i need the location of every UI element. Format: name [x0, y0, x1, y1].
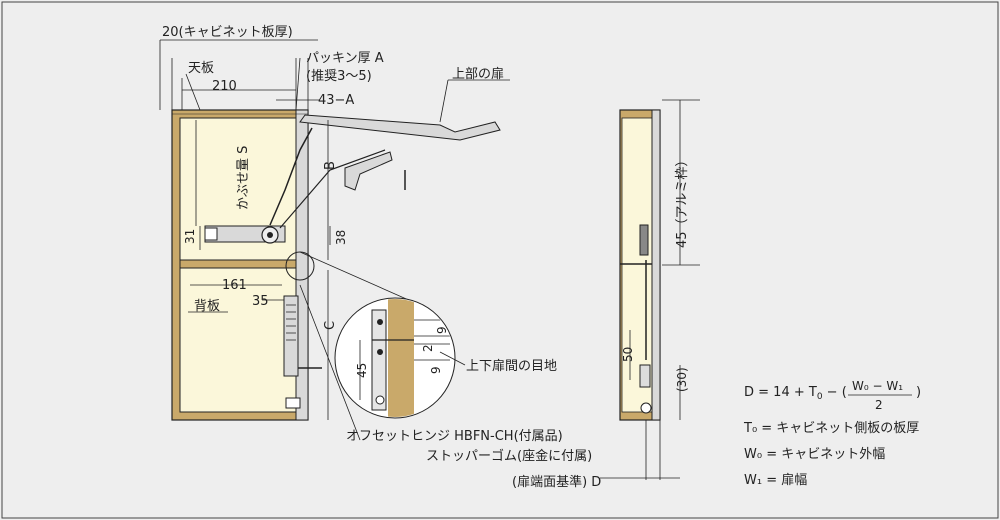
hinge-arm-2	[279, 149, 386, 229]
label-packing: パッキン厚 A	[306, 51, 384, 66]
side-inner	[621, 117, 653, 413]
damper-coil	[286, 304, 296, 341]
label-upper-door: 上部の扉	[452, 66, 504, 82]
detail-magnifier	[285, 251, 466, 419]
detail-bracket	[371, 309, 387, 411]
side-upper-bracket	[639, 224, 649, 256]
label-door-ref: (扉端面基準) D	[512, 474, 601, 490]
side-stopper	[640, 402, 652, 414]
open-door-arm	[299, 114, 501, 141]
hinge-mechanism	[204, 114, 501, 409]
main-dimensions	[159, 39, 331, 420]
dim-9b: 9	[429, 366, 443, 374]
dim-2: 2	[421, 344, 435, 352]
hinge-arm	[269, 127, 313, 226]
label-overlap: かぶせ量 S	[236, 146, 251, 210]
detail-wood	[388, 299, 414, 417]
formula-w1: W₁ = 扉幅	[744, 472, 807, 488]
formula-d-lhs: D = 14 + T0 − (	[744, 385, 847, 402]
damper-body	[283, 295, 299, 377]
dim-c: C	[323, 321, 338, 330]
label-alu-frame: 45（アルミ枠）	[675, 154, 690, 248]
small-circle	[285, 251, 315, 281]
formula-denominator: 2	[875, 398, 883, 412]
detail-screw-1	[377, 319, 383, 325]
cabinet-shelf	[179, 259, 297, 269]
formula-legend: D = 14 + T0 − ( W₀ − W₁ 2 ) T₀ = キャビネット側…	[743, 379, 921, 488]
leader-lines	[185, 57, 510, 441]
upper-bracket	[344, 151, 393, 191]
dim-b: B	[323, 161, 338, 170]
stopper-block	[285, 397, 301, 409]
dim-50: 50	[621, 347, 635, 362]
side-dimensions	[600, 99, 700, 480]
dim-38: 38	[334, 230, 348, 245]
door-panel	[295, 109, 309, 421]
main-cabinet	[171, 109, 309, 421]
dim-161: 161	[222, 278, 247, 293]
detail-screw-3	[375, 395, 385, 405]
gap-leader	[439, 351, 466, 366]
formula-numerator: W₀ − W₁	[852, 379, 903, 393]
side-cabinet	[619, 109, 661, 421]
dim-45: 45	[355, 363, 369, 378]
dim-30: (30)	[675, 367, 689, 392]
cabinet-lower-inner	[179, 267, 297, 413]
label-stopper: ストッパーゴム(座金に付属)	[426, 448, 592, 464]
side-lower-bracket	[639, 364, 651, 388]
hinge-mount	[204, 227, 218, 241]
dim-35: 35	[252, 294, 269, 309]
formula-w0: W₀ = キャビネット外幅	[744, 447, 885, 462]
formula-close: )	[916, 385, 921, 400]
side-frame	[651, 109, 661, 421]
dim-9: 9	[435, 326, 449, 334]
hinge-pivot-center	[267, 232, 273, 238]
label-top-panel: 天板	[188, 61, 214, 76]
dim-31: 31	[183, 229, 197, 244]
label-door-gap: 上下扉間の目地	[466, 358, 557, 374]
dim-43a: 43−A	[318, 93, 354, 108]
detail-screw-2	[377, 349, 383, 355]
label-back-panel: 背板	[194, 299, 220, 314]
label-packing-recommend: (推奨3～5)	[306, 69, 372, 84]
formula-t0: T₀ = キャビネット側板の板厚	[743, 421, 919, 436]
label-hinge: オフセットヒンジ HBFN-CH(付属品)	[346, 429, 563, 444]
dim-210: 210	[212, 79, 237, 94]
label-cabinet-thickness: 20(キャビネット板厚)	[162, 25, 293, 40]
